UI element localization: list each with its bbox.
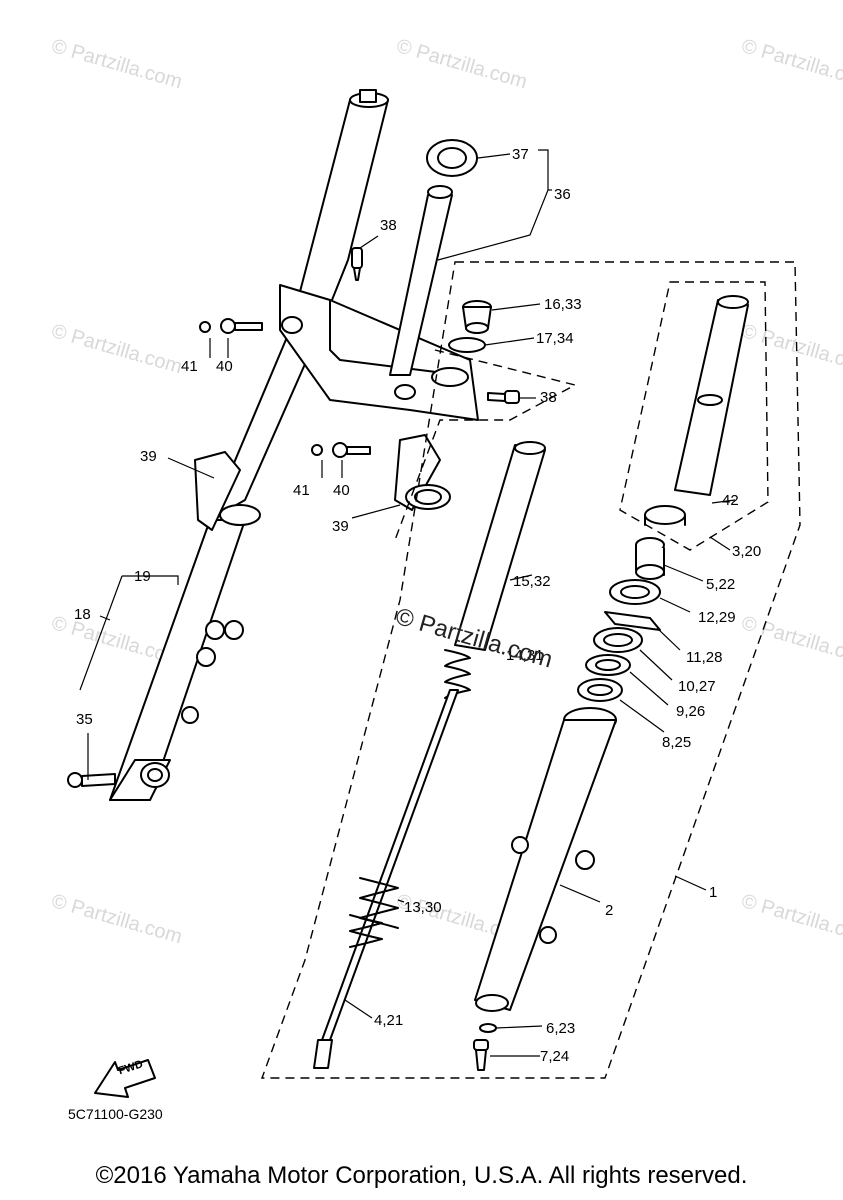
callout-10-27: 10,27 [678,678,716,695]
left-fork-assembly [67,89,389,801]
bracket [394,434,451,511]
steering-stem [389,185,453,376]
callout-9-26: 9,26 [676,703,706,720]
callout-41: 41 [181,358,198,375]
diagram-code: 5C71100-G230 [68,1106,163,1122]
gasket [479,1023,497,1033]
callout-11-28: 11,28 [686,649,723,666]
fork-spring [444,649,471,699]
callout-17-34: 17,34 [536,330,574,347]
damper-bolt [473,1039,489,1071]
callout-15-32: 15,32 [513,573,551,590]
callout-6-23: 6,23 [546,1020,576,1037]
callout-37: 37 [512,146,529,163]
callout-2: 2 [605,902,614,919]
callout-35: 35 [76,711,93,728]
callout-7-24: 7,24 [540,1048,570,1065]
callout-19: 19 [134,568,151,585]
lower-bracket [279,284,479,421]
bearing [426,139,478,177]
callout-38: 38 [540,389,557,406]
callout-41: 41 [293,482,310,499]
callout-39: 39 [332,518,349,535]
callout-13-30: 13,30 [404,899,442,916]
callout-8-25: 8,25 [662,734,692,751]
callout-39: 39 [140,448,157,465]
callout-40: 40 [333,482,350,499]
spacer-tube [454,441,546,651]
assembly-outline-bracket [394,349,577,541]
callout-16-33: 16,33 [544,296,582,313]
cap-bolt [462,300,492,334]
callout-14-31: 14,31 [506,647,544,664]
assembly-outline-1 [260,261,801,1079]
callout-38: 38 [380,217,397,234]
inner-tube [674,295,749,496]
screw [351,247,520,404]
washer-set [199,318,371,458]
assembly-outline-3 [619,281,769,551]
callout-18: 18 [74,606,91,623]
copyright-notice: ©2016 Yamaha Motor Corporation, U.S.A. A… [95,1162,748,1189]
outer-tube [474,707,617,1012]
damper-rod [313,689,459,1069]
callout-5-22: 5,22 [706,576,736,593]
o-ring [448,337,486,353]
callout-1: 1 [709,884,718,901]
callout-12-29: 12,29 [698,609,736,626]
callout-36: 36 [554,186,571,203]
callout-42: 42 [722,492,739,509]
callout-4-21: 4,21 [374,1012,404,1029]
fwd-arrow-icon [94,1059,156,1098]
slide-bushing [635,537,665,580]
bushing [644,505,686,525]
clip [604,611,661,631]
callout-3-20: 3,20 [732,543,762,560]
callout-40: 40 [216,358,233,375]
